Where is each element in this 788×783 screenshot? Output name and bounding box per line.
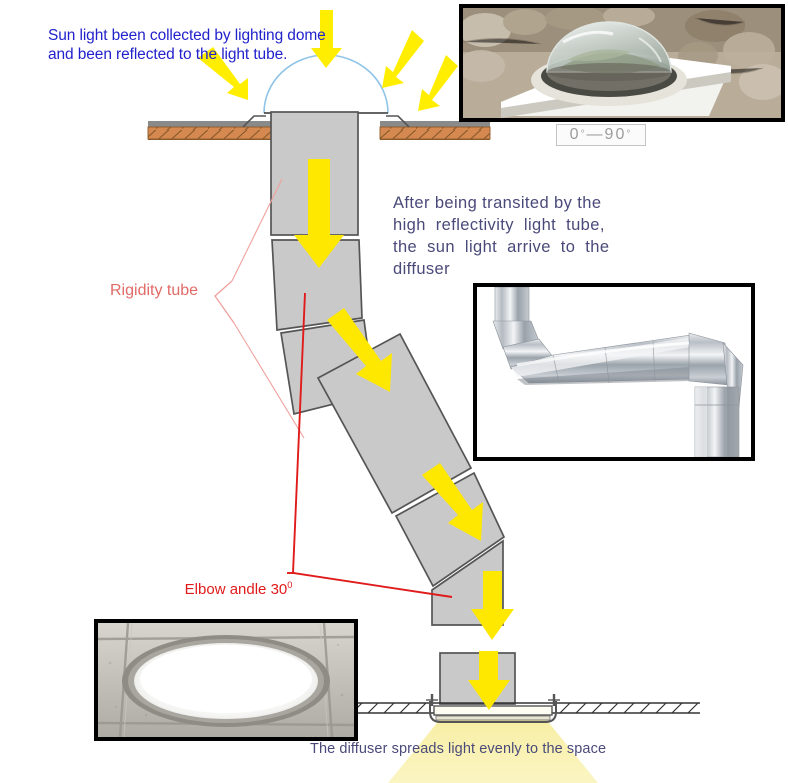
flow-arrow-3 — [422, 463, 483, 541]
sun-arrows-group — [170, 10, 458, 126]
sun-arrow-3 — [382, 30, 424, 88]
dome-angle-range-right: 90 — [604, 125, 627, 143]
body-line-1: After being transited by the — [393, 194, 602, 212]
tube-segment-7 — [439, 652, 516, 705]
dome-angle-range-box: 0°—90° — [556, 124, 646, 146]
dome-angle-range-left: 0 — [569, 125, 581, 143]
elbow-angle-degree-mark: 0 — [287, 580, 293, 591]
sun-arrow-5 — [170, 75, 216, 126]
dome-angle-range-dash: — — [586, 125, 605, 143]
roof-right — [379, 115, 491, 140]
flow-arrow-5 — [468, 651, 510, 710]
flow-arrow-1 — [294, 159, 344, 268]
bottom-caption: The diffuser spreads light evenly to the… — [310, 741, 607, 757]
roof-dome-photo-content — [463, 8, 781, 118]
diffuser-light-cone — [388, 718, 598, 783]
sun-arrow-4 — [418, 55, 458, 111]
flow-arrow-2 — [327, 308, 392, 392]
ceiling-diffuser-photo — [94, 619, 358, 741]
ceiling-assembly — [348, 694, 700, 723]
elbow-angle-label: Elbow andle 300 — [168, 561, 293, 619]
rigidity-tube-label: Rigidity tube — [110, 282, 199, 299]
dome-angle-unit-left: ° — [580, 128, 587, 140]
flow-arrows-group — [294, 159, 514, 710]
body-line-2: high reflectivity light tube, — [393, 216, 605, 234]
elbow-duct-photo — [473, 283, 755, 461]
headline-line-2: and been reflected to the light tube. — [48, 46, 288, 63]
annotation-leaders — [214, 178, 453, 598]
body-line-4: diffuser — [393, 260, 451, 278]
body-line-3: the sun light arrive to the — [393, 238, 610, 256]
ceiling-diffuser-photo-content — [98, 623, 354, 737]
flow-arrow-4b — [471, 571, 514, 640]
diffuser-housing — [426, 694, 560, 723]
headline-line-1: Sun light been collected by lighting dom… — [48, 27, 326, 44]
dome-angle-unit-right: ° — [626, 128, 633, 140]
sun-arrow-2 — [311, 10, 342, 68]
rigidity-tube-leader — [214, 280, 235, 324]
elbow-duct-photo-content — [477, 287, 751, 457]
sun-arrow-1 — [198, 47, 248, 100]
elbow-angle-label-text: Elbow andle 30 — [184, 581, 288, 599]
roof-dome-photo — [459, 4, 785, 122]
